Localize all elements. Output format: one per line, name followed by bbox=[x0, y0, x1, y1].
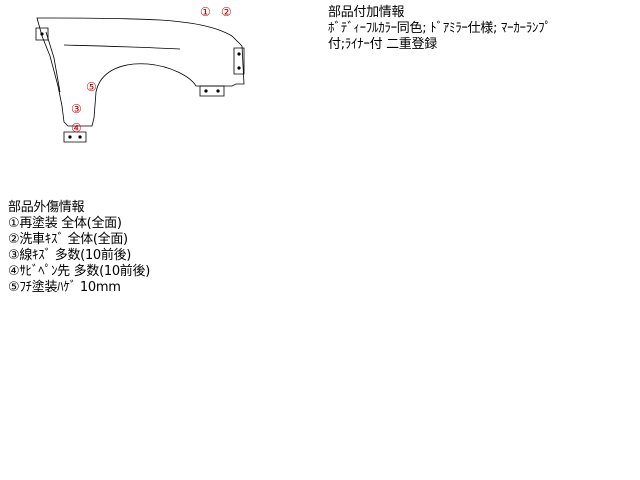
damage-item-1: ①再塗装 全体(全面) bbox=[8, 216, 122, 231]
damage-item-2: ②洗車ｷｽﾞ 全体(全面) bbox=[8, 232, 128, 247]
part-info-title: 部品付加情報 bbox=[328, 5, 405, 20]
marker-1: ① bbox=[200, 5, 211, 19]
fender-outline bbox=[35, 17, 245, 143]
damage-info-title: 部品外傷情報 bbox=[8, 200, 85, 215]
part-info-line-2: 付;ﾗｲﾅｰ付 二重登録 bbox=[328, 37, 437, 52]
damage-item-3: ③線ｷｽﾞ 多数(10前後) bbox=[8, 248, 132, 263]
damage-item-5: ⑤ﾌﾁ塗装ﾊｹﾞ 10mm bbox=[8, 280, 121, 295]
fender-diagram: ① ② ③ ④ ⑤ bbox=[0, 0, 300, 160]
marker-2: ② bbox=[221, 5, 232, 19]
marker-3: ③ bbox=[71, 102, 82, 116]
damage-item-4: ④ｻﾋﾞﾍﾟﾝ先 多数(10前後) bbox=[8, 264, 150, 279]
part-info-line-1: ﾎﾞﾃﾞｨｰﾌﾙｶﾗｰ同色; ﾄﾞｱﾐﾗｰ仕様; ﾏｰｶｰﾗﾝﾌﾟ bbox=[328, 21, 551, 36]
marker-5: ⑤ bbox=[86, 80, 97, 94]
marker-4: ④ bbox=[71, 121, 82, 135]
